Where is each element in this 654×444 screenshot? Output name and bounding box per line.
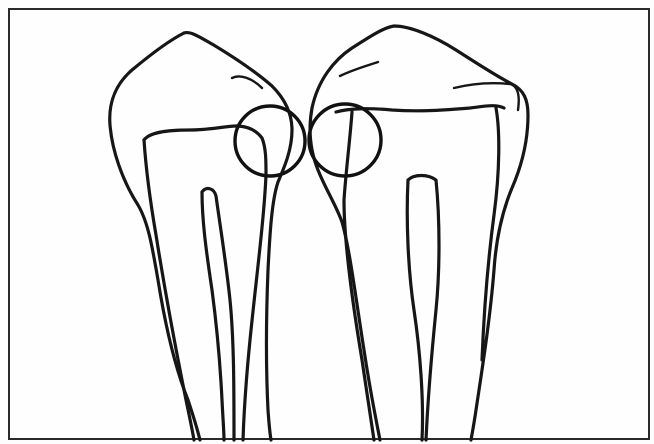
left-tooth	[110, 33, 292, 440]
left-tooth-root-canal	[202, 189, 234, 440]
left-tooth-crown-distal-outline	[184, 33, 292, 440]
right-tooth-cusp-detail	[340, 62, 378, 76]
left-tooth-pulp-left-wall	[144, 140, 194, 440]
right-contact-circle	[309, 104, 381, 176]
left-tooth-cusp-detail	[232, 76, 262, 88]
left-tooth-pulp-outline	[144, 126, 266, 440]
right-tooth-mesial-outline	[310, 108, 380, 440]
right-tooth-pulp-distal-wall	[482, 108, 499, 360]
right-tooth-root-canal	[407, 176, 439, 441]
right-tooth	[310, 26, 528, 440]
left-contact-circle	[235, 106, 305, 176]
